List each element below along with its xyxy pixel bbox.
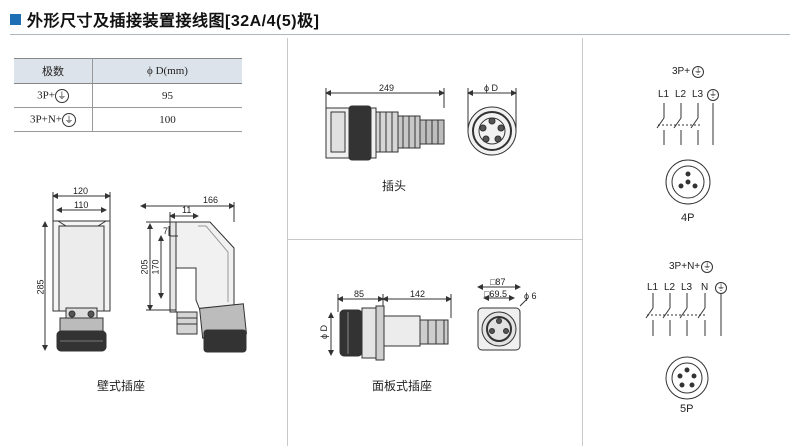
wiring-5p-label-l2: L2 xyxy=(664,282,676,293)
col-diameter-header: ϕ D(mm) xyxy=(92,58,242,84)
ground-symbol-icon: ⏚ xyxy=(692,66,705,78)
poles-cell: 3P+⏚ xyxy=(14,83,93,108)
dim-120: 120 xyxy=(73,186,89,196)
dim-170: 170 xyxy=(150,259,161,275)
ground-symbol-icon: ⏚ xyxy=(61,112,76,127)
wall-socket-caption: 壁式插座 xyxy=(97,379,146,393)
wiring-4p-label-l1: L1 xyxy=(658,89,670,100)
ground-symbol-icon: ⏚ xyxy=(707,89,719,101)
col-poles-header: 极数 xyxy=(14,58,93,84)
dim-panel-phi-d: ϕ D xyxy=(319,324,330,340)
divider-right xyxy=(582,38,583,446)
dim-142: 142 xyxy=(410,289,426,299)
table-row: 3P+⏚ 95 xyxy=(14,83,242,108)
wiring-5p-label-l3: L3 xyxy=(681,282,693,293)
table-header-row: 极数 ϕ D(mm) xyxy=(14,58,242,84)
plug-drawing xyxy=(325,88,517,161)
ground-symbol-icon: ⏚ xyxy=(54,88,69,103)
dim-11: 11 xyxy=(182,205,192,215)
divider-middle xyxy=(287,239,582,240)
spec-table: 极数 ϕ D(mm) 3P+⏚ 95 3P+N+⏚ 100 xyxy=(14,58,242,132)
dim-sq87: □87 xyxy=(490,277,506,287)
wiring-4p-diagram xyxy=(656,103,714,205)
dim-166: 166 xyxy=(203,195,219,205)
dim-7: 7 xyxy=(163,226,169,236)
dim-phi6: ϕ 6 xyxy=(524,291,537,301)
wiring-5p-title: 3P+N+⏚ xyxy=(669,261,714,273)
panel-socket-drawing xyxy=(328,284,529,361)
table-row: 3P+N+⏚ 100 xyxy=(14,107,242,132)
diameter-cell: 100 xyxy=(92,107,242,132)
header-bullet-icon xyxy=(10,13,21,25)
dim-sq69: □69.5 xyxy=(484,289,507,299)
poles-cell: 3P+N+⏚ xyxy=(14,107,93,132)
wiring-5p-label-l1: L1 xyxy=(647,282,659,293)
wiring-4p-label-l3: L3 xyxy=(692,89,704,100)
dim-110: 110 xyxy=(74,200,89,210)
ground-symbol-icon: ⏚ xyxy=(701,261,714,273)
panel-socket-caption: 面板式插座 xyxy=(372,379,433,393)
ground-symbol-icon: ⏚ xyxy=(715,282,727,294)
wall-socket-front-drawing xyxy=(42,192,111,352)
wiring-4p-label-l2: L2 xyxy=(675,89,687,100)
dim-285: 285 xyxy=(35,279,46,295)
poles-text: 3P+ xyxy=(37,89,55,102)
wall-socket-side-drawing xyxy=(140,202,247,353)
divider-left xyxy=(287,38,288,446)
header-rule xyxy=(10,34,790,35)
plug-caption: 插头 xyxy=(382,179,407,193)
dim-249: 249 xyxy=(379,83,395,93)
section-title: 外形尺寸及插接装置接线图[32A/4(5)极] xyxy=(27,13,320,30)
diameter-cell: 95 xyxy=(92,83,242,108)
wiring-5p-caption: 5P xyxy=(680,403,694,415)
wiring-4p-title: 3P+⏚ xyxy=(672,66,705,78)
dim-205: 205 xyxy=(139,259,150,275)
wiring-5p-diagram xyxy=(645,293,722,400)
dim-plug-phi-d: ϕ D xyxy=(484,83,499,93)
dim-85: 85 xyxy=(354,289,365,299)
wiring-5p-label-n: N xyxy=(701,282,709,293)
poles-text: 3P+N+ xyxy=(30,113,62,126)
section-header: 外形尺寸及插接装置接线图[32A/4(5)极] xyxy=(10,8,319,30)
wiring-4p-caption: 4P xyxy=(681,212,695,224)
